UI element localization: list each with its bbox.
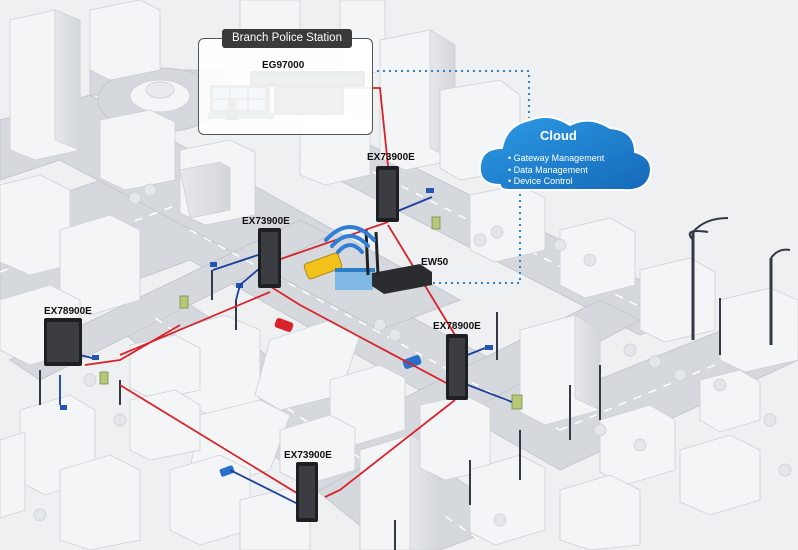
switch-ex73900e-mid [258, 228, 281, 288]
switch-ex78900e-right [446, 334, 468, 400]
roundabout-monument [145, 81, 175, 99]
bus-stop [335, 268, 375, 290]
blue-car [402, 355, 422, 369]
cloud-link [371, 70, 530, 118]
street-lamps [39, 217, 791, 550]
cloud-feature-item: Gateway Management [508, 153, 605, 165]
label-ex73900e-bottom: EX73900E [284, 450, 332, 461]
router-ew50 [364, 229, 432, 294]
yellow-bus [303, 252, 343, 280]
label-ex78900e-right: EX78900E [433, 321, 481, 332]
cloud-link-ew50 [427, 188, 521, 284]
switch-ex73900e-top [376, 166, 399, 222]
station-frame [198, 38, 373, 135]
cloud-feature-item: Data Management [508, 165, 604, 177]
station-title: Branch Police Station [222, 29, 352, 48]
label-ew50: EW50 [421, 257, 449, 268]
label-ex73900e-top: EX73900E [367, 152, 415, 163]
label-ex78900e-left: EX78900E [44, 306, 92, 317]
cloud-feature-item: Device Control [508, 176, 604, 188]
cloud-feature-list: Gateway Management Data Management Devic… [508, 153, 605, 188]
switch-ex78900e-left [44, 318, 82, 366]
blue-car [219, 465, 235, 477]
wifi-icon [324, 225, 376, 254]
trees [33, 183, 792, 527]
label-eg97000: EG97000 [262, 60, 305, 71]
cloud-title: Cloud [540, 128, 577, 143]
red-car [274, 318, 294, 332]
switch-ex73900e-bottom [296, 462, 318, 522]
label-ex73900e-mid: EX73900E [242, 216, 290, 227]
vehicles [219, 252, 422, 477]
street-cabinets [99, 216, 523, 410]
